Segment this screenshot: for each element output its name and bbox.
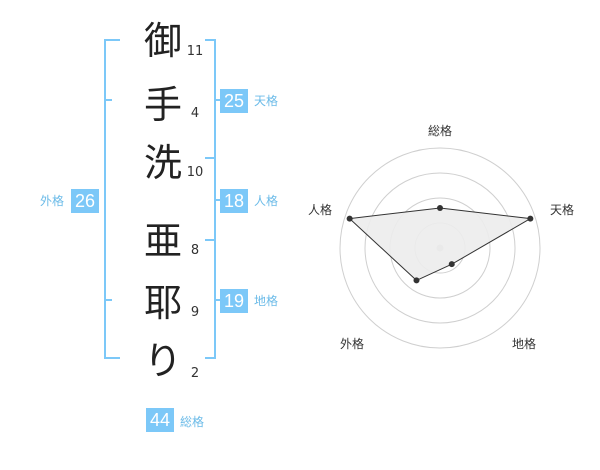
name-char-6: り [143, 339, 182, 383]
radar-point-1 [437, 205, 443, 211]
radar-axis-tenkaku: 天格 [549, 203, 574, 217]
gaikaku-label: 外格 [40, 194, 65, 208]
radar-point-2 [527, 215, 534, 222]
stroke-count-6: 2 [190, 366, 200, 381]
radar-axis-soukaku: 総格 [427, 124, 452, 138]
tenkaku-badge: 25 [220, 89, 248, 113]
name-char-4: 亜 [143, 219, 182, 263]
radar-ring-3 [364, 172, 516, 324]
gaikaku-badge: 26 [71, 189, 99, 213]
radar-point-4 [413, 277, 420, 284]
radar-axis-gaikaku: 外格 [339, 337, 364, 351]
radar-ring-4 [339, 147, 541, 349]
radar-axis-jinkaku: 人格 [307, 203, 332, 217]
chikaku-label: 地格 [254, 294, 279, 308]
stroke-count-1: 11 [186, 44, 204, 59]
tenkaku-label: 天格 [254, 94, 279, 108]
name-char-5: 耶 [143, 281, 182, 325]
stroke-count-4: 8 [190, 243, 200, 258]
stroke-count-2: 4 [190, 106, 200, 121]
name-char-2: 手 [143, 83, 182, 127]
stroke-count-5: 9 [190, 305, 200, 320]
radar-point-5 [346, 215, 353, 222]
stroke-count-3: 10 [186, 165, 204, 180]
name-char-3: 洗 [143, 141, 182, 185]
jinkaku-label: 人格 [254, 194, 279, 208]
radar-polygon [348, 207, 532, 281]
soukaku-badge: 44 [146, 408, 174, 432]
chikaku-badge: 19 [220, 289, 248, 313]
jinkaku-badge: 18 [220, 189, 248, 213]
radar-point-3 [448, 261, 455, 268]
name-char-1: 御 [143, 19, 182, 63]
soukaku-label: 総格 [180, 415, 205, 429]
radar-axis-chikaku: 地格 [511, 337, 536, 351]
